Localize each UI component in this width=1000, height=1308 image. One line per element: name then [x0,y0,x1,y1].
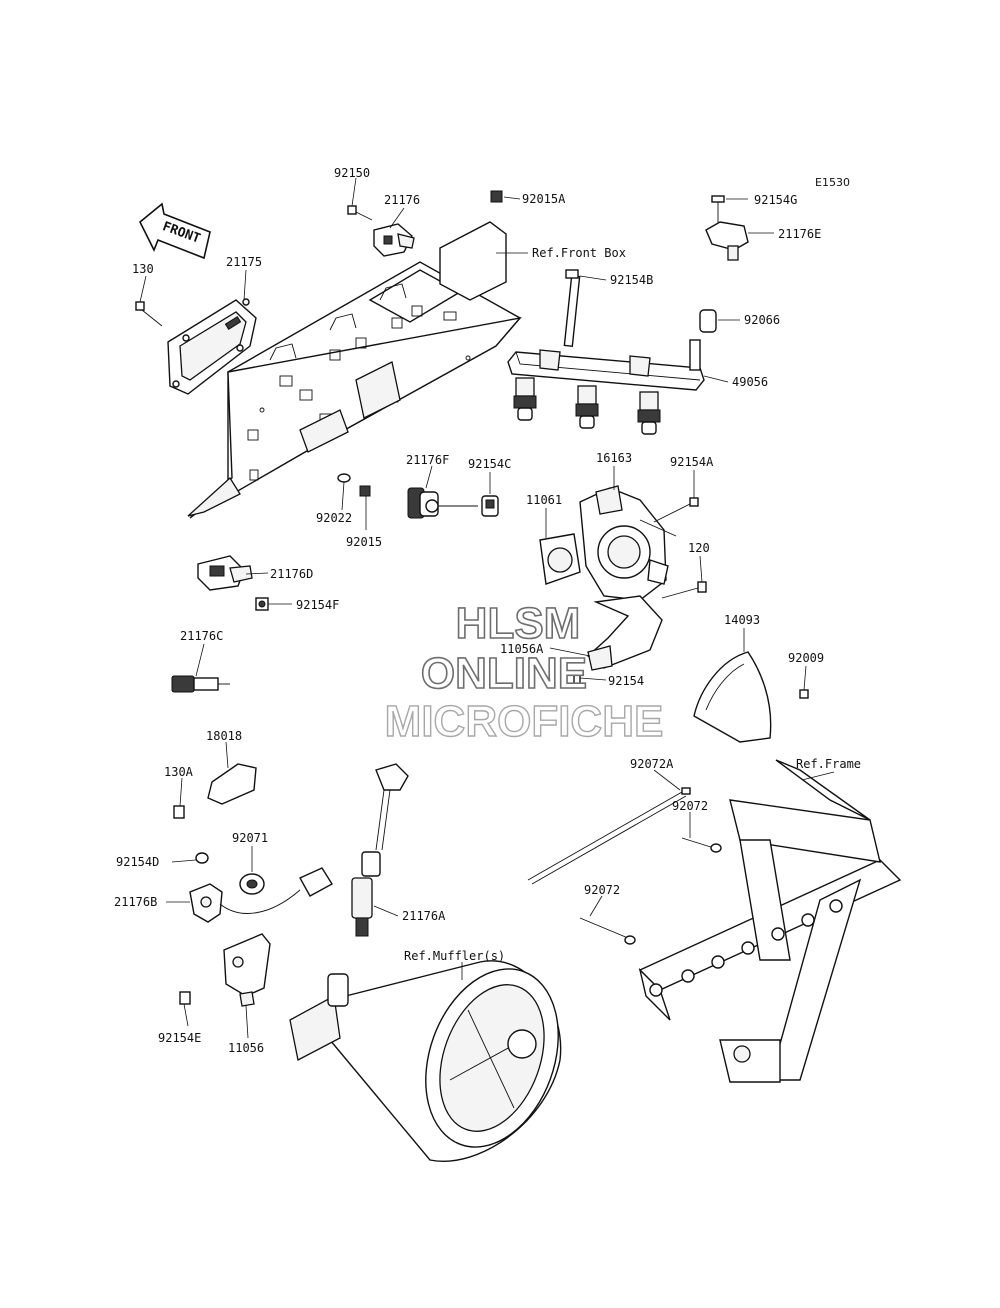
ref-mufflers: Ref.Muffler(s) [404,949,505,963]
label-92154b: 92154B [610,273,653,287]
gasket-11061 [539,533,581,585]
screw-92009 [799,689,809,699]
label-14093: 14093 [724,613,760,627]
label-130: 130 [132,262,154,276]
sensor-21176b [189,867,333,923]
cable-tie-92072a [527,787,691,885]
label-130a: 130A [164,765,194,779]
label-11056a: 11056A [500,642,544,656]
oxygen-sensor-21176a [351,763,409,937]
front-arrow-icon: FRONT [138,202,211,260]
cable-tie-92072-lower [579,917,636,945]
label-92154d: 92154D [116,855,159,869]
ecu-21175 [167,298,257,395]
bolt-130a [173,805,185,819]
ref-frame: Ref.Frame [796,757,861,771]
label-21176c: 21176C [180,629,223,643]
throttle-body-16163 [579,485,677,601]
label-16163: 16163 [596,451,632,465]
bolt-120 [661,581,707,599]
fuel-rail-49056 [507,269,717,391]
grommet-92071 [239,873,265,895]
label-92022: 92022 [316,511,352,525]
bolt-92154c [481,495,499,517]
sensor-21176d [197,555,253,591]
label-92072a: 92072A [630,757,674,771]
label-92072-lower: 92072 [584,883,620,897]
bolt-92154f [255,597,269,611]
cover-14093 [693,651,772,743]
label-92154: 92154 [608,674,644,688]
washer-92022 [337,473,351,483]
label-92150: 92150 [334,166,370,180]
leader-lines [139,177,835,1039]
label-11061: 11061 [526,493,562,507]
label-11056: 11056 [228,1041,264,1055]
muffler [289,960,562,1162]
bolt-92154e [179,991,191,1005]
label-92154e: 92154E [158,1031,201,1045]
label-92072-upper: 92072 [672,799,708,813]
front-box-panel [187,221,522,519]
bolt-92154d [195,852,209,864]
nut-92015a [490,190,503,203]
bolt-92154a [653,497,699,523]
watermark-line1: HLSM [456,599,581,648]
label-92066: 92066 [744,313,780,327]
vehicle-frame [638,759,902,1083]
sensor-21176e [705,195,749,261]
label-21175: 21175 [226,255,262,269]
nut-92015 [359,485,371,497]
bracket-11056 [223,933,271,1007]
label-18018: 18018 [206,729,242,743]
label-92154c: 92154C [468,457,511,471]
label-49056: 49056 [732,375,768,389]
ref-front-box: Ref.Front Box [532,246,626,260]
watermark-line3: MICROFICHE [385,697,664,746]
label-21176e: 21176E [778,227,821,241]
cable-tie-92072-upper [681,837,722,853]
bolt-92150 [347,205,373,221]
sensor-21176f [407,487,478,519]
bracket-18018 [207,763,257,805]
label-21176: 21176 [384,193,420,207]
label-21176b: 21176B [114,895,157,909]
diagram-code: E1530 [815,176,850,189]
label-92071: 92071 [232,831,268,845]
label-92154f: 92154F [296,598,339,612]
sensor-21176 [373,223,415,257]
label-92154g: 92154G [754,193,797,207]
label-120: 120 [688,541,710,555]
bolt-130 [135,301,163,327]
label-92015: 92015 [346,535,382,549]
label-21176f: 21176F [406,453,449,467]
fuel-injectors [513,377,661,435]
label-21176a: 21176A [402,909,446,923]
label-21176d: 21176D [270,567,313,581]
bracket-11056a [586,595,663,671]
watermark: HLSM ONLINE MICROFICHE [384,598,664,747]
watermark-line2: ONLINE [421,649,587,698]
sensor-21176c [171,675,230,693]
label-92015a: 92015A [522,192,566,206]
label-92009: 92009 [788,651,824,665]
label-92154a: 92154A [670,455,714,469]
